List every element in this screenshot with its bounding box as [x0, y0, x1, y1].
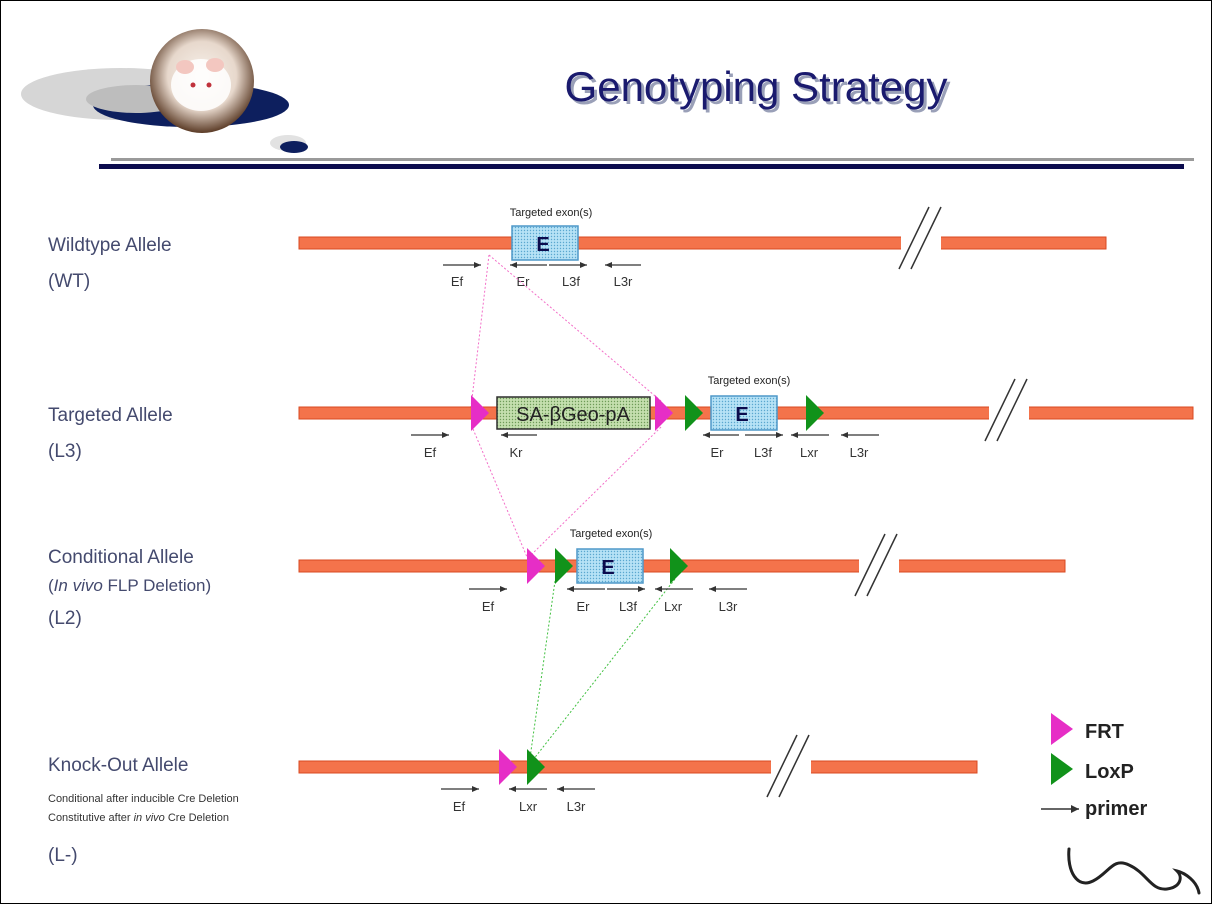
- legend-loxp-label: LoxP: [1085, 761, 1134, 783]
- frt-site: [655, 395, 673, 431]
- loxp-site: [670, 548, 688, 584]
- break-mark: [984, 378, 1029, 442]
- frt-legend-icon: [1051, 713, 1073, 745]
- svg-text:L3f: L3f: [619, 599, 637, 614]
- svg-text:Ef: Ef: [453, 799, 466, 814]
- svg-text:Kr: Kr: [510, 445, 524, 460]
- svg-text:Er: Er: [577, 599, 591, 614]
- header-rule-navy: [99, 164, 1184, 169]
- header-rule-grey: [111, 158, 1194, 161]
- allele-note: Conditional after inducible Cre Deletion: [48, 793, 239, 805]
- primer-lxr: Lxr: [655, 586, 693, 614]
- allele-name: Conditional Allele: [48, 547, 194, 568]
- svg-text:L3r: L3r: [850, 445, 869, 460]
- allele-name: Wildtype Allele: [48, 235, 172, 256]
- svg-text:L3f: L3f: [754, 445, 772, 460]
- allele-name: Knock-Out Allele: [48, 755, 188, 776]
- legend-frt-label: FRT: [1085, 721, 1124, 743]
- exon-caption: Targeted exon(s): [510, 207, 593, 219]
- svg-text:L3r: L3r: [719, 599, 738, 614]
- svg-text:L3f: L3f: [562, 274, 580, 289]
- break-mark: [766, 734, 811, 798]
- allele-bar: [298, 760, 978, 774]
- page-title: Genotyping Strategy: [565, 63, 948, 110]
- title-shadow: Genotyping Strategy: [568, 66, 951, 113]
- allele-bar: [298, 236, 1107, 250]
- svg-text:Ef: Ef: [424, 445, 437, 460]
- loxp-site: [685, 395, 703, 431]
- primer-l3r: L3r: [709, 586, 747, 614]
- primer-l3r: L3r: [841, 432, 879, 460]
- header-logo: [21, 29, 308, 153]
- allele-code: (L2): [48, 608, 82, 629]
- primer-legend-icon: [1041, 805, 1079, 813]
- primer-ef: Ef: [469, 586, 507, 614]
- svg-text:Lxr: Lxr: [664, 599, 683, 614]
- svg-text:L3r: L3r: [614, 274, 633, 289]
- primer-er: Er: [510, 262, 547, 289]
- allele-code: (L-): [48, 845, 78, 866]
- frt-site: [471, 395, 489, 431]
- primer-lxr: Lxr: [791, 432, 829, 460]
- cassette-box: [496, 396, 651, 430]
- primer-l3r: L3r: [557, 786, 595, 814]
- primer-l3f: L3f: [607, 586, 645, 614]
- loxp-site: [555, 548, 573, 584]
- primer-ef: Ef: [443, 262, 481, 289]
- exon-caption: Targeted exon(s): [708, 375, 791, 387]
- allele-code: (L3): [48, 441, 82, 462]
- row-conditional: Conditional Allele (In vivo FLP Deletion…: [48, 528, 1066, 629]
- loxp-legend-icon: [1051, 753, 1073, 785]
- svg-text:Lxr: Lxr: [800, 445, 819, 460]
- svg-text:Er: Er: [517, 274, 531, 289]
- frt-site: [499, 749, 517, 785]
- cassette-label: SA-βGeo-pA: [516, 404, 630, 426]
- svg-text:L3r: L3r: [567, 799, 586, 814]
- svg-text:Lxr: Lxr: [519, 799, 538, 814]
- legend: FRT LoxP primer: [1041, 713, 1147, 820]
- svg-text:Er: Er: [711, 445, 725, 460]
- primer-er: Er: [567, 586, 605, 614]
- exon-caption: Targeted exon(s): [570, 528, 653, 540]
- exon-label: E: [601, 557, 614, 579]
- primer-ef: Ef: [441, 786, 479, 814]
- primer-ef: Ef: [411, 432, 449, 460]
- row-knockout: Knock-Out Allele Conditional after induc…: [48, 734, 978, 866]
- allele-note: Constitutive after in vivo Cre Deletion: [48, 812, 229, 824]
- break-mark: [854, 533, 899, 597]
- exon-label: E: [735, 404, 748, 426]
- frt-site: [527, 548, 545, 584]
- exon-box: [710, 395, 778, 431]
- primer-l3f: L3f: [549, 262, 587, 289]
- exon-label: E: [536, 234, 549, 256]
- tail-doodle-icon: [1067, 847, 1201, 895]
- allele-name: Targeted Allele: [48, 405, 173, 426]
- recombination-lines: [470, 254, 676, 766]
- loxp-site: [527, 749, 545, 785]
- svg-text:Ef: Ef: [482, 599, 495, 614]
- allele-subtitle: (In vivo FLP Deletion): [48, 576, 211, 595]
- primer-lxr: Lxr: [509, 786, 547, 814]
- primer-kr: Kr: [501, 432, 537, 460]
- primer-l3r: L3r: [605, 262, 641, 289]
- row-wildtype: Wildtype Allele (WT) Targeted exon(s) E …: [48, 206, 1107, 292]
- exon-box: [576, 548, 644, 584]
- allele-code: (WT): [48, 271, 90, 292]
- break-mark: [898, 206, 942, 270]
- primer-l3f: L3f: [745, 432, 783, 460]
- svg-text:Ef: Ef: [451, 274, 464, 289]
- row-targeted: Targeted Allele (L3) SA-βGeo-pA Targeted…: [48, 375, 1194, 462]
- legend-primer-label: primer: [1085, 798, 1147, 820]
- primer-er: Er: [703, 432, 739, 460]
- exon-box: [511, 225, 579, 261]
- loxp-site: [806, 395, 824, 431]
